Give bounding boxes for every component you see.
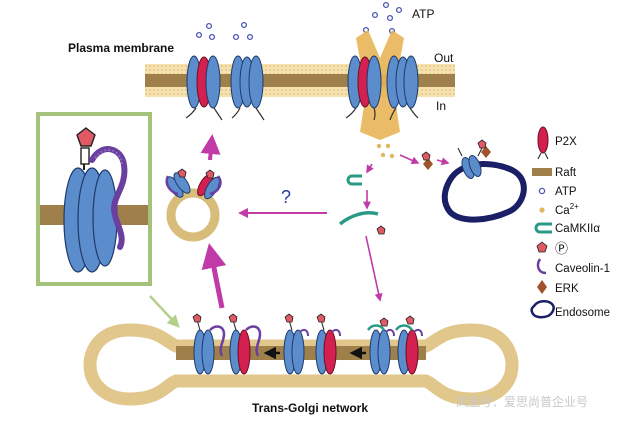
inset-box (36, 112, 152, 286)
golgi-receptor-3 (283, 313, 309, 375)
legend-label-erk: ERK (555, 283, 579, 295)
golgi-receptor-2 (228, 313, 262, 375)
golgi-receptor-1 (192, 313, 226, 375)
transport-vesicle (165, 168, 222, 242)
legend-item-atp: ATP (538, 186, 577, 198)
plasma-membrane-label: Plasma membrane (68, 41, 174, 55)
legend-label-phosphate: Ⓟ (555, 241, 568, 256)
legend-item-caveolin: Caveolin-1 (536, 258, 610, 275)
in-label: In (436, 99, 446, 113)
legend-label-raft: Raft (555, 167, 577, 179)
golgi-receptor-6 (394, 315, 423, 375)
p2x-receptor-membrane-2 (230, 55, 265, 121)
legend-label-calcium: Ca2+ (555, 202, 579, 217)
legend: P2X Raft ATP Ca2+ CaMKIIα Ⓟ Cave (530, 126, 610, 319)
question-mark: ? (281, 187, 291, 207)
trans-golgi-label: Trans-Golgi network (252, 401, 368, 415)
legend-item-p2x: P2X (537, 126, 577, 160)
p2x-receptor-membrane-3 (345, 55, 382, 121)
legend-label-caveolin: Caveolin-1 (555, 263, 610, 275)
legend-item-calcium: Ca2+ (539, 202, 579, 217)
legend-item-camkii: CaMKIIα (534, 222, 600, 235)
raft-icon (532, 168, 552, 176)
golgi-receptor-4 (315, 313, 341, 375)
calcium-ions (376, 143, 395, 159)
legend-label-p2x: P2X (555, 136, 577, 148)
calcium-ion-icon (539, 207, 545, 213)
out-label: Out (434, 51, 454, 65)
erk-icon (537, 280, 547, 294)
camkii-free (338, 174, 386, 235)
legend-item-raft: Raft (532, 167, 577, 179)
phosphate-icon (536, 241, 548, 253)
legend-label-atp: ATP (555, 186, 577, 198)
legend-item-endosome: Endosome (530, 300, 610, 319)
p2x-receptor-icon (537, 126, 549, 154)
watermark: 凤凰号：爱思尚普企业号 (456, 394, 588, 409)
atp-molecule-icon (538, 187, 546, 195)
camkii-icon (534, 222, 552, 234)
legend-label-endosome: Endosome (555, 307, 610, 319)
atp-top-label: ATP (412, 7, 434, 21)
atp-cluster-left (195, 1, 403, 41)
caveolin-icon (536, 258, 547, 275)
legend-item-erk: ERK (537, 280, 579, 295)
p2x-receptor-membrane-1 (185, 55, 223, 121)
endosome (421, 139, 527, 223)
legend-label-camkii: CaMKIIα (555, 223, 600, 235)
endosome-icon (530, 300, 555, 319)
inset-pointer-line (149, 295, 180, 328)
legend-item-phosphate: Ⓟ (536, 241, 568, 256)
golgi-receptor-5 (366, 317, 395, 375)
pathway-arrows (200, 134, 450, 309)
p2x-receptor-membrane-4 (386, 55, 419, 121)
